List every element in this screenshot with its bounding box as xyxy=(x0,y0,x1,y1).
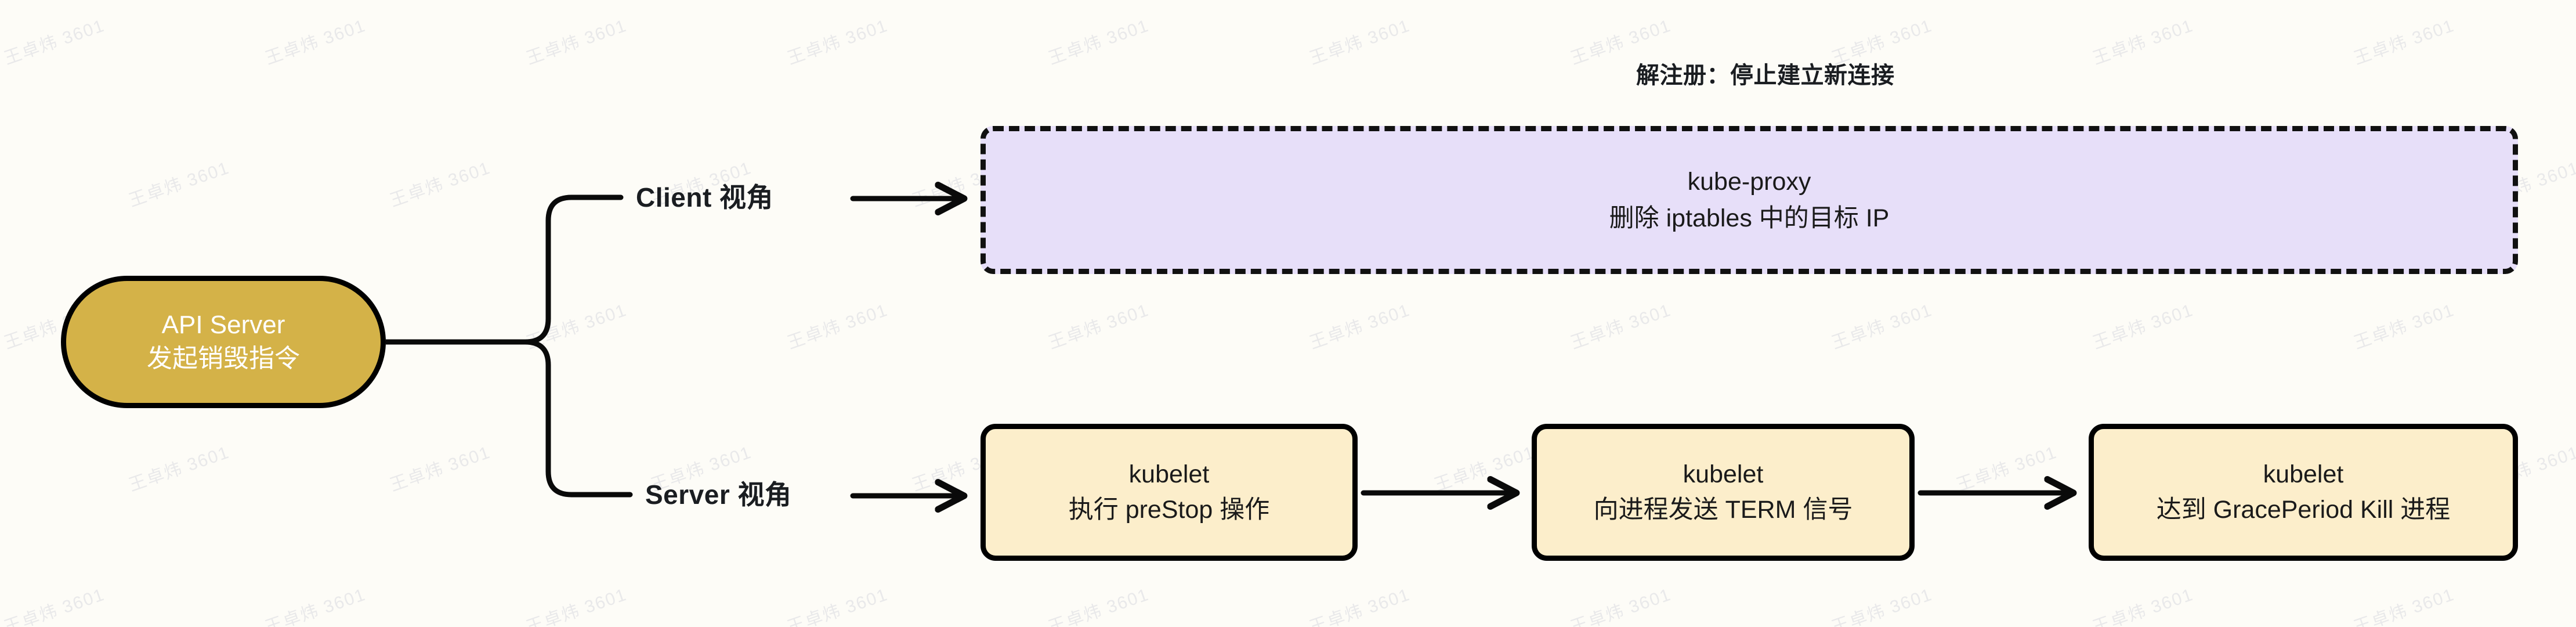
node-api-server-line1: API Server xyxy=(161,310,285,339)
node-kubelet-kill[interactable]: kubelet 达到 GracePeriod Kill 进程 xyxy=(2089,424,2518,561)
node-api-server[interactable]: API Server 发起销毁指令 xyxy=(61,276,386,408)
node-kubelet-term-line2: 向进程发送 TERM 信号 xyxy=(1593,496,1853,524)
node-kube-proxy[interactable]: kube-proxy 删除 iptables 中的目标 IP xyxy=(981,126,2518,274)
node-kubelet-term[interactable]: kubelet 向进程发送 TERM 信号 xyxy=(1532,424,1915,561)
node-kubelet-term-line1: kubelet xyxy=(1683,460,1764,488)
node-api-server-line2: 发起销毁指令 xyxy=(147,344,300,373)
node-kubelet-prestop-line2: 执行 preStop 操作 xyxy=(1068,496,1270,524)
node-kubelet-kill-line1: kubelet xyxy=(2263,460,2344,488)
node-kubelet-kill-line2: 达到 GracePeriod Kill 进程 xyxy=(2156,496,2451,524)
node-kube-proxy-line1: kube-proxy xyxy=(1687,168,1811,196)
node-kubelet-prestop-line1: kubelet xyxy=(1128,460,1210,488)
node-kubelet-prestop[interactable]: kubelet 执行 preStop 操作 xyxy=(981,424,1358,561)
edge-fork-to-server-branch xyxy=(499,339,633,498)
branch-label-client: Client 视角 xyxy=(636,182,774,212)
node-kube-proxy-line2: 删除 iptables 中的目标 IP xyxy=(1609,204,1890,232)
diagram-title: 解注册：停止建立新连接 xyxy=(1636,63,1895,88)
edge-fork-to-client-branch xyxy=(499,194,624,345)
branch-label-server: Server 视角 xyxy=(645,480,792,510)
